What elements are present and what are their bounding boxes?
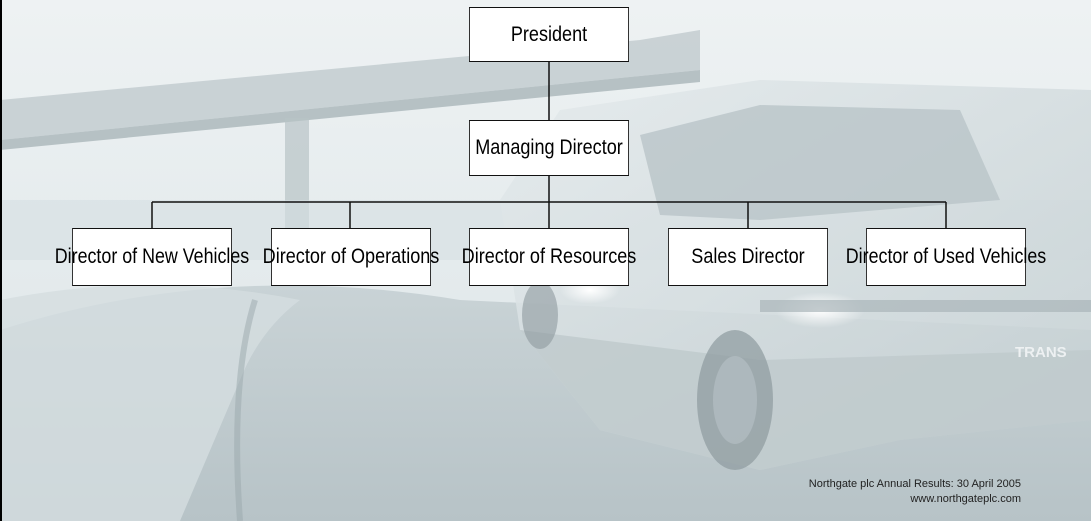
- managing-director-box: Managing Director: [469, 120, 629, 176]
- president-box: President: [469, 7, 629, 62]
- left-frame-border: [0, 0, 2, 521]
- footer-website: www.northgateplc.com: [910, 493, 1021, 505]
- sales-director-box: Sales Director: [668, 228, 828, 286]
- footer-company-results: Northgate plc Annual Results: 30 April 2…: [808, 478, 1021, 490]
- director-operations-box: Director of Operations: [263, 228, 439, 286]
- director-new-vehicles-box: Director of New Vehicles: [55, 228, 249, 286]
- footer: Northgate plc Annual Results: 30 April 2…: [809, 477, 1021, 507]
- director-used-vehicles-box: Director of Used Vehicles: [846, 228, 1046, 286]
- van-badge-text: TRANS: [1015, 344, 1067, 361]
- director-resources-box: Director of Resources: [462, 228, 636, 286]
